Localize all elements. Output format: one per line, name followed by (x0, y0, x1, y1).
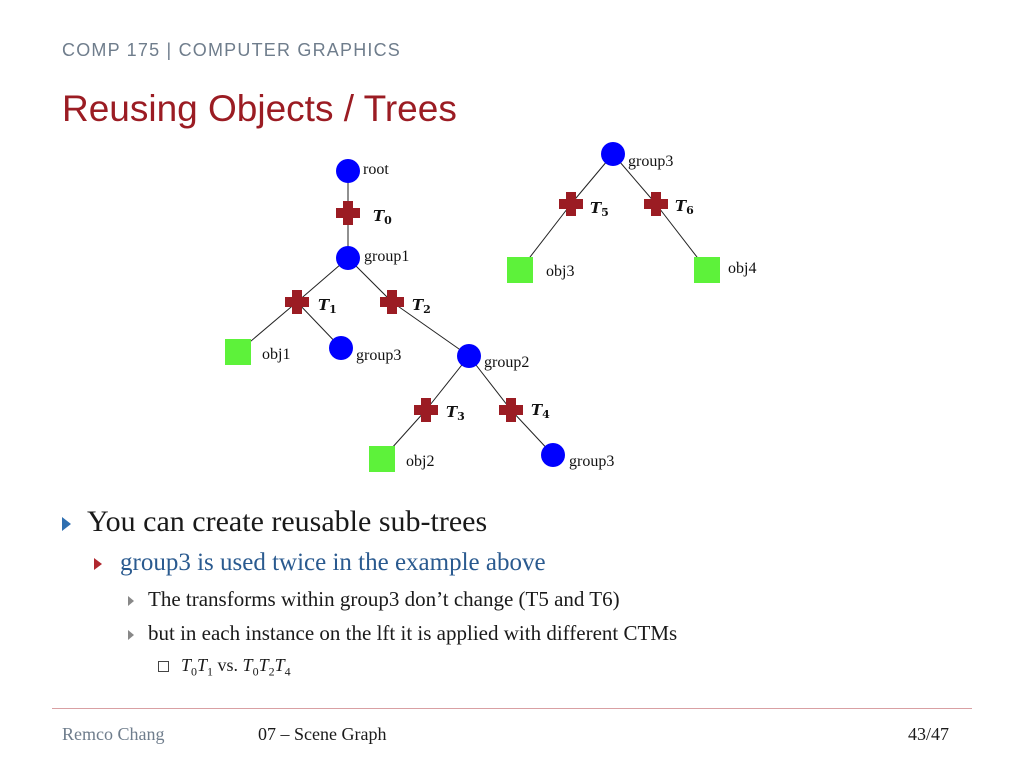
group3-left-label: group3 (356, 347, 401, 364)
transform-t1-icon (285, 290, 309, 314)
bullet-text: but in each instance on the lft it is ap… (148, 621, 678, 645)
footer-author: Remco Chang (62, 724, 165, 744)
obj3-leaf (507, 257, 533, 283)
group2-node (457, 344, 481, 368)
bullet-arrow-icon (128, 596, 134, 607)
bullet-level3: but in each instance on the lft it is ap… (128, 621, 1002, 655)
group3-left-node (329, 336, 353, 360)
group3-top-node (601, 142, 625, 166)
scene-graph-diagram: root group1 group3 group2 group3 group3 … (225, 142, 756, 472)
obj4-label: obj4 (728, 260, 756, 277)
footer-divider (52, 708, 972, 709)
t2-label: T2 (412, 296, 431, 316)
root-node (336, 159, 360, 183)
t4-label: T4 (531, 401, 550, 421)
bullet-text: You can create reusable sub-trees (87, 505, 488, 538)
bullet-text: The transforms within group3 don’t chang… (148, 587, 620, 611)
root-label: root (363, 161, 389, 178)
formula-t0t2t4: T0T2T4 (242, 655, 291, 679)
group2-label: group2 (484, 354, 529, 371)
obj4-leaf (694, 257, 720, 283)
bullet-square-icon (158, 661, 169, 673)
bullet-list: You can create reusable sub-trees group3… (62, 505, 1002, 683)
bullet-level2: group3 is used twice in the example abov… (94, 549, 1002, 587)
t0-label: T0 (373, 207, 392, 227)
transform-t4-icon (499, 398, 523, 422)
transform-t5-icon (559, 192, 583, 216)
obj2-label: obj2 (406, 453, 434, 470)
bullet-text: group3 is used twice in the example abov… (120, 549, 546, 576)
formula-vs: vs. (217, 655, 239, 675)
transform-t2-icon (380, 290, 404, 314)
course-header: COMP 175 | COMPUTER GRAPHICS (62, 40, 402, 60)
footer-lecture: 07 – Scene Graph (258, 724, 387, 744)
bullet-level4: T0T1 vs. T0T2T4 (158, 655, 1002, 683)
bullet-level3: The transforms within group3 don’t chang… (128, 587, 1002, 621)
transform-t3-icon (414, 398, 438, 422)
bullet-arrow-icon (128, 630, 134, 641)
obj2-leaf (369, 446, 395, 472)
group1-node (336, 246, 360, 270)
t6-label: T6 (675, 197, 694, 217)
formula-t0t1: T0T1 (181, 655, 214, 679)
bullet-level1: You can create reusable sub-trees (62, 505, 1002, 549)
group1-label: group1 (364, 248, 409, 265)
transform-t6-icon (644, 192, 668, 216)
obj3-label: obj3 (546, 263, 574, 280)
page-number: 43/47 (908, 724, 950, 744)
t3-label: T3 (446, 403, 465, 423)
group3-bottom-label: group3 (569, 453, 614, 470)
group3-top-label: group3 (628, 153, 673, 170)
bullet-arrow-icon (94, 558, 102, 571)
bullet-arrow-icon (62, 517, 71, 532)
t5-label: T5 (590, 199, 609, 219)
group3-bottom-node (541, 443, 565, 467)
obj1-label: obj1 (262, 346, 290, 363)
t1-label: T1 (318, 296, 337, 316)
obj1-leaf (225, 339, 251, 365)
transform-t0-icon (336, 201, 360, 225)
slide-title: Reusing Objects / Trees (62, 88, 457, 129)
